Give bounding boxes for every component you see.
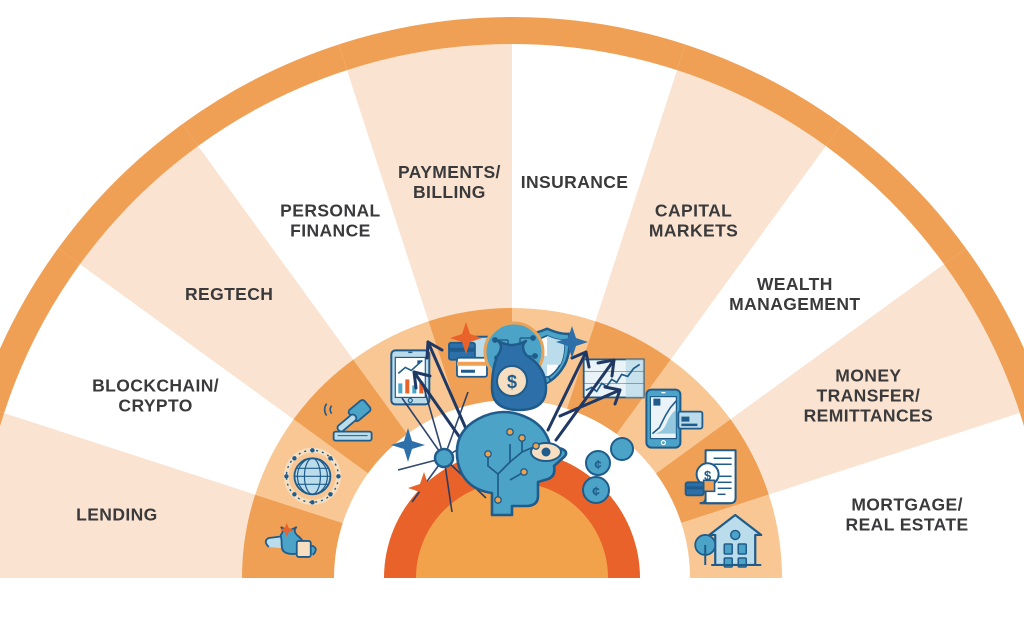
svg-text:$: $ <box>507 372 517 392</box>
ai-fintech-hub: $ <box>337 321 687 578</box>
outer-arc-segment-insurance <box>512 17 686 71</box>
segment-label-blockchain-crypto: BLOCKCHAIN/CRYPTO <box>92 375 219 415</box>
sparkle-icon <box>391 322 588 505</box>
outer-arc-segment-payments-billing <box>338 17 512 71</box>
network-node-icon <box>433 447 455 469</box>
segment-label-payments-billing: PAYMENTS/BILLING <box>398 162 501 202</box>
segment-label-lending: LENDING <box>76 504 158 524</box>
money-bag-icon: $ <box>490 339 548 412</box>
crypto-coins-icon: ¢ ¢ <box>582 437 634 504</box>
svg-text:$: $ <box>704 468 712 483</box>
outer-arc-segment-money-transfer <box>944 248 1024 413</box>
outer-arc-segment-wealth-management <box>825 124 966 265</box>
ai-head-icon <box>455 410 568 517</box>
outer-arc-segment-lending <box>0 411 5 427</box>
segment-icons-layer: $ <box>264 327 763 568</box>
invoice-money-icon[interactable]: $ <box>683 449 737 505</box>
svg-text:¢: ¢ <box>594 457 601 472</box>
tablet-chart-icon[interactable] <box>390 349 431 406</box>
segment-label-regtech: REGTECH <box>185 284 273 304</box>
outer-arc-segment-blockchain-crypto <box>0 248 80 413</box>
gavel-icon[interactable] <box>323 399 373 442</box>
segment-label-insurance: INSURANCE <box>521 172 629 192</box>
outer-arc-band <box>0 17 1024 427</box>
svg-text:¢: ¢ <box>592 483 600 499</box>
outer-arc-segment-regtech <box>58 124 199 265</box>
house-icon[interactable] <box>694 513 763 568</box>
hands-money-icon[interactable] <box>264 522 317 558</box>
outer-arc-segment-mortgage-real-estate <box>1019 411 1024 427</box>
hub-inner-ring <box>416 482 608 578</box>
outer-arc-segment-personal-finance <box>182 44 347 146</box>
outer-arc-segment-capital-markets <box>677 44 842 146</box>
segment-label-mortgage-real-estate: MORTGAGE/REAL ESTATE <box>846 494 969 534</box>
globe-blockchain-icon[interactable] <box>283 447 341 505</box>
growth-arrows-icon <box>412 340 622 454</box>
mobile-card-icon[interactable] <box>645 388 704 449</box>
